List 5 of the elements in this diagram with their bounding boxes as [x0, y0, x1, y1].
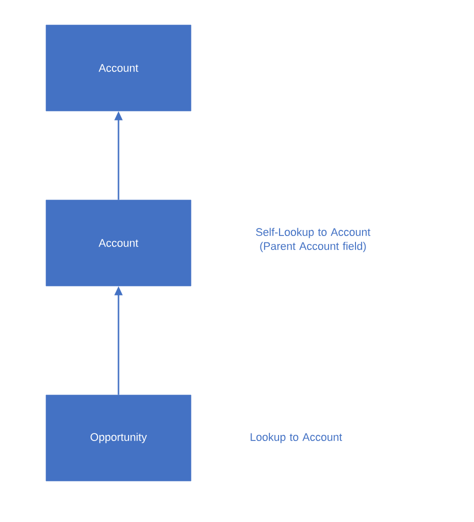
entity-box: Account: [46, 24, 192, 112]
entity-box: Opportunity: [46, 394, 192, 482]
relationship-note: Self-Lookup to Account (Parent Account field): [256, 228, 370, 252]
relationship-note: Lookup to Account: [250, 432, 342, 444]
entity-box: Account: [46, 200, 192, 286]
